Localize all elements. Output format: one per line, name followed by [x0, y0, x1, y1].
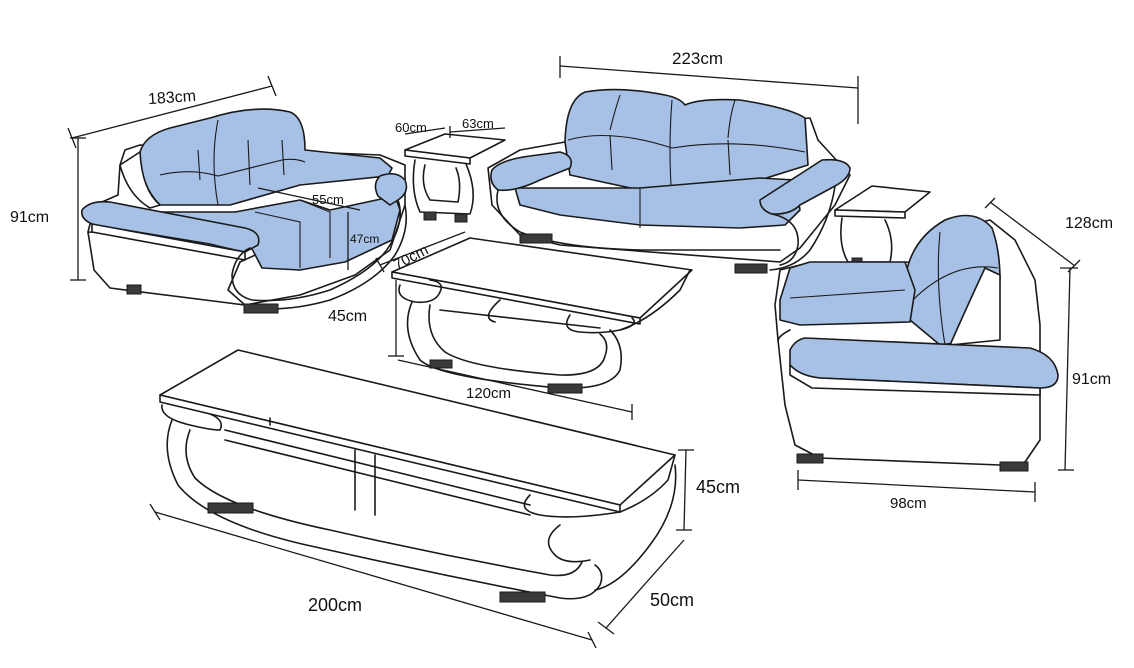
tv-stand: [159, 349, 677, 603]
coffee-table-height-label: 45cm: [328, 308, 367, 325]
end-table: [404, 133, 506, 223]
tv-stand-length-label: 200cm: [308, 595, 362, 615]
dimension-lines: [67, 56, 1081, 649]
armchair: [774, 214, 1059, 472]
loveseat-height-label: 91cm: [10, 209, 49, 226]
armchair-width-label: 98cm: [890, 495, 927, 512]
tv-stand-height-label: 45cm: [696, 477, 740, 497]
loveseat-width-label: 183cm: [148, 88, 197, 108]
end-table-depth-label: 63cm: [462, 116, 494, 131]
end-table-width-label: 60cm: [395, 120, 427, 135]
end-table-right: [834, 185, 931, 265]
armchair-height-label: 91cm: [1072, 371, 1111, 388]
loveseat-seat-depth-label: 55cm: [312, 192, 344, 207]
armchair-depth-label: 128cm: [1065, 215, 1113, 232]
loveseat-seat-height-label: 47cm: [350, 232, 379, 246]
three-seater-width-label: 223cm: [672, 49, 723, 68]
loveseat: [80, 108, 408, 314]
three-seater-sofa: [487, 88, 851, 274]
coffee-table: [391, 237, 693, 394]
coffee-table-length-label: 120cm: [466, 385, 511, 402]
tv-stand-depth-label: 50cm: [650, 590, 694, 610]
